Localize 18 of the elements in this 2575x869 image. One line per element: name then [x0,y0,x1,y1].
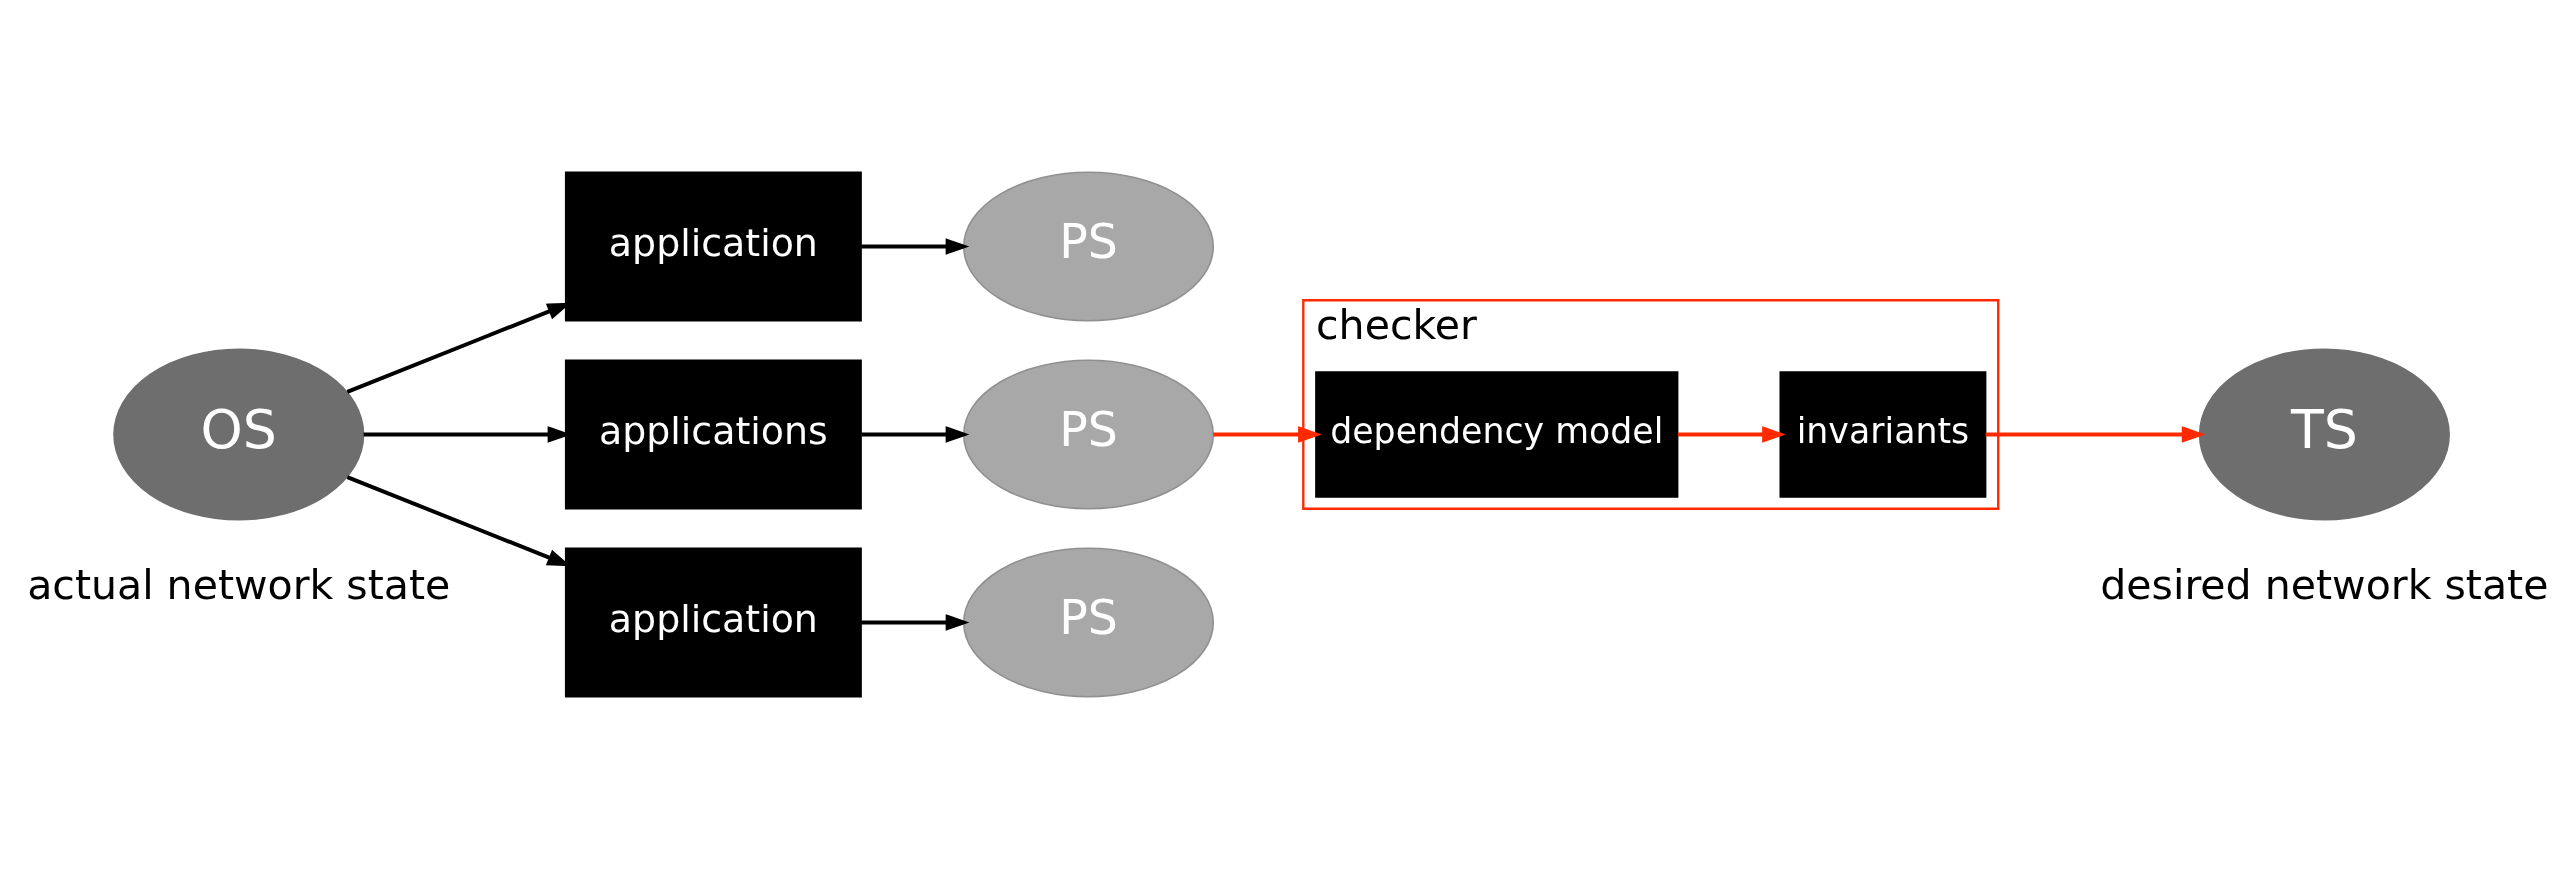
node-ellipse: PS [962,547,1215,698]
arrow [1985,426,2206,443]
node-box: application [564,547,862,698]
node-box: dependency model [1315,371,1679,498]
arrow [1678,426,1786,443]
node-label: desired network state [2100,561,2549,610]
node-ellipse: TS [2198,348,2450,521]
node-ellipse: PS [962,171,1215,322]
node-label: actual network state [27,561,451,610]
node-ellipse: OS [113,348,365,521]
arrow [1213,426,1322,443]
node-box: application [564,171,862,322]
arrow [861,238,970,255]
arrow [861,426,970,443]
node-ellipse: PS [962,359,1215,510]
node-box: applications [564,359,862,510]
arrow [861,614,970,631]
node-box: invariants [1779,371,1987,498]
